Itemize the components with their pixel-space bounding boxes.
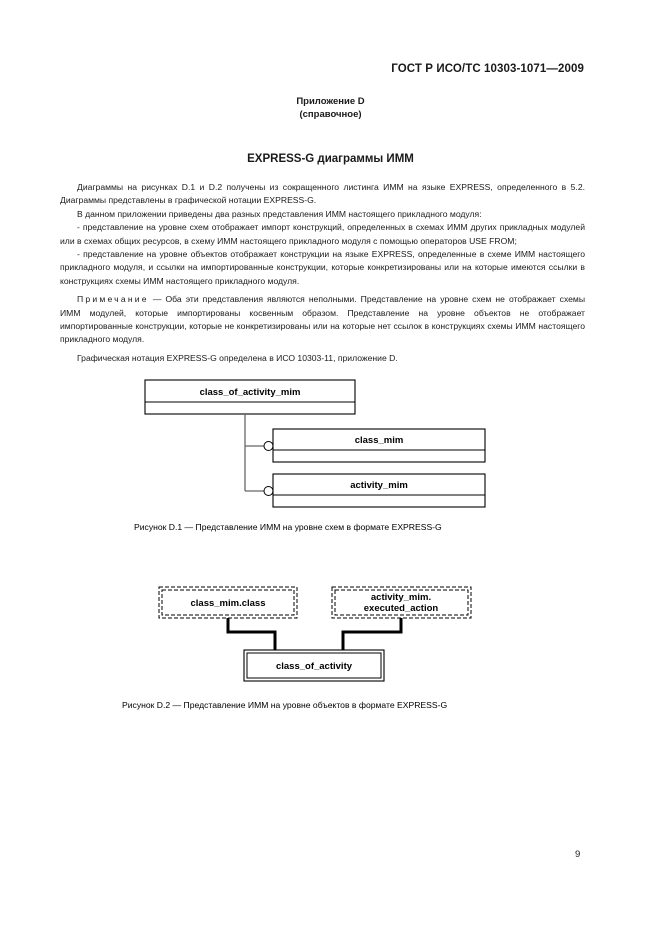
- figure-d2-caption: Рисунок D.2 — Представление ИММ на уровн…: [122, 700, 447, 710]
- imported-entity-name-left: class_mim.class: [190, 598, 265, 609]
- entity-box: [243, 649, 385, 682]
- use-from-circle-1: [263, 441, 274, 451]
- page-number: 9: [575, 849, 581, 860]
- paragraph-2: В данном приложении приведены два разных…: [77, 208, 482, 219]
- use-from-circle-2: [263, 486, 274, 496]
- used-schema-name-1: class_mim: [355, 435, 404, 446]
- document-header: ГОСТ Р ИСО/ТС 10303-1071—2009: [391, 63, 584, 75]
- figure-d1-diagram: class_of_activity_mim class_mim activity…: [144, 379, 486, 508]
- entity-name: class_of_activity: [276, 661, 353, 672]
- note-label: Примечание: [77, 294, 149, 305]
- imported-entity-inner-left: [161, 589, 295, 616]
- annex-kind: (справочное): [299, 109, 362, 120]
- used-schema-box-2: [272, 473, 486, 508]
- annex-label: Приложение D: [296, 96, 365, 107]
- paragraph-4: - представление на уровне объектов отобр…: [60, 249, 585, 286]
- subtype-line-left: [226, 618, 277, 650]
- body-text: Диаграммы на рисунках D.1 и D.2 получены…: [60, 181, 585, 365]
- used-schema-box-1: [272, 428, 486, 463]
- annex-heading: Приложение D (справочное): [0, 95, 661, 121]
- paragraph-3: - представление на уровне схем отображае…: [60, 222, 585, 246]
- note-paragraph: Примечание — Оба эти представления являю…: [60, 293, 585, 347]
- paragraph-5: Графическая нотация EXPRESS-G определена…: [77, 352, 398, 363]
- used-schema-name-2: activity_mim: [350, 480, 408, 491]
- subtype-line-right: [341, 618, 403, 650]
- main-schema-box: [144, 379, 356, 415]
- main-schema-name: class_of_activity_mim: [200, 387, 301, 398]
- paragraph-1: Диаграммы на рисунках D.1 и D.2 получены…: [60, 182, 585, 206]
- imported-entity-name-right-line2: executed_action: [364, 603, 439, 614]
- imported-entity-inner-right: [334, 589, 469, 616]
- figure-d1-caption: Рисунок D.1 — Представление ИММ на уровн…: [134, 522, 442, 532]
- section-title: EXPRESS-G диаграммы ИММ: [247, 153, 414, 165]
- imported-entity-name-right-line1: activity_mim.: [371, 592, 431, 603]
- entity-inner-box: [246, 652, 382, 679]
- figure-d2-diagram: class_mim.class activity_mim. executed_a…: [158, 586, 472, 682]
- imported-entity-box-right: [331, 586, 472, 619]
- note-text: — Оба эти представления являются неполны…: [60, 294, 586, 345]
- imported-entity-box-left: [158, 586, 298, 619]
